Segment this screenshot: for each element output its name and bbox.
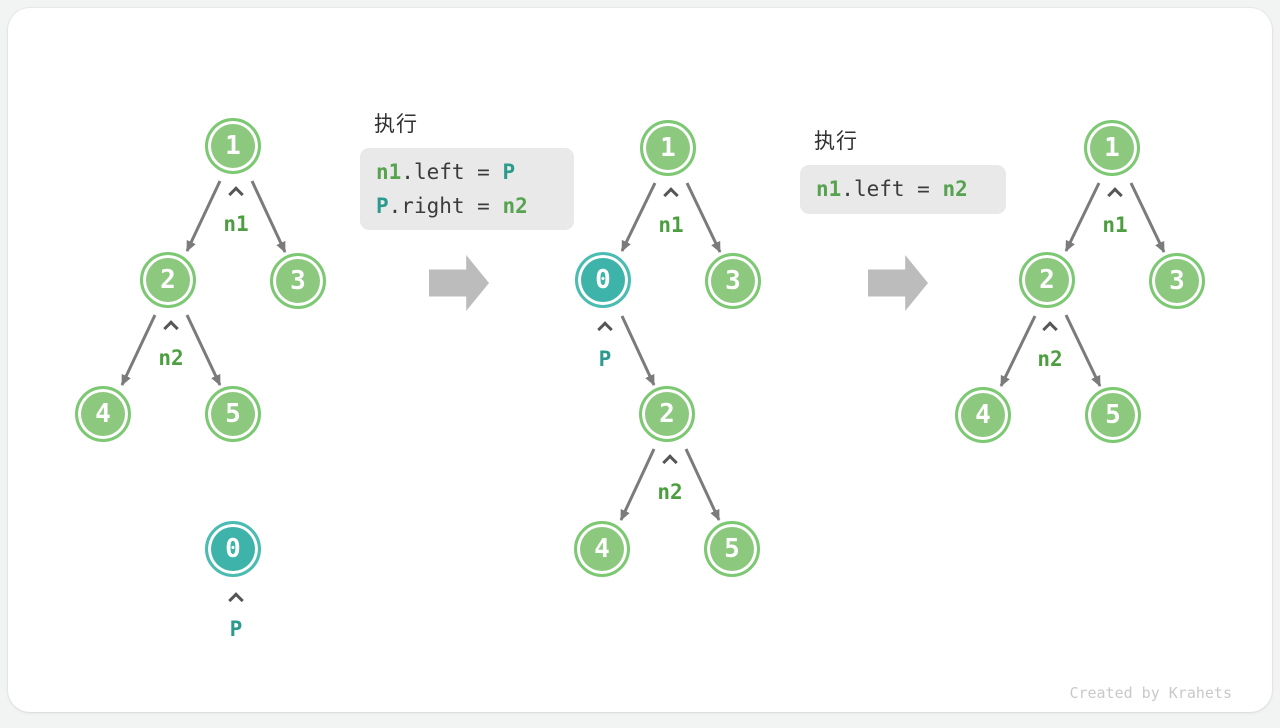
tree1-node-5: 5 xyxy=(205,386,261,442)
edge-t3-2-to-4 xyxy=(999,315,1037,387)
pointer-label-n1: n1 xyxy=(1102,213,1128,237)
caret-up-icon xyxy=(228,592,244,608)
edge-t1-1-to-2 xyxy=(185,180,222,252)
edge-t2-0-to-2 xyxy=(620,315,656,386)
watermark: Created by Krahets xyxy=(1069,684,1232,702)
tree1-node-0-detached: 0 xyxy=(205,521,261,577)
edge-t1-1-to-3 xyxy=(250,180,287,253)
pointer-label-p: P xyxy=(229,617,243,641)
tree3-node-4: 4 xyxy=(955,387,1011,443)
pointer-label-n1: n1 xyxy=(223,212,249,236)
tree1-node-4: 4 xyxy=(75,386,131,442)
code-token: P xyxy=(376,194,389,218)
node-value: 5 xyxy=(225,399,241,429)
step2-code-box: n1.left = n2 xyxy=(800,165,1006,214)
edge-t3-1-to-2 xyxy=(1064,182,1101,252)
code-token: .left = xyxy=(401,160,503,184)
edge-t1-2-to-4 xyxy=(120,314,157,386)
edge-t1-2-to-5 xyxy=(185,314,222,386)
node-value: 0 xyxy=(595,265,611,295)
node-value: 4 xyxy=(95,399,111,429)
edge-t3-2-to-5 xyxy=(1064,314,1102,387)
step-arrow-right-icon xyxy=(429,255,489,311)
code-token: n2 xyxy=(942,177,968,201)
node-value: 3 xyxy=(725,266,741,296)
tree3-node-1: 1 xyxy=(1084,120,1140,176)
node-value: 5 xyxy=(724,534,740,564)
node-value: 4 xyxy=(975,400,991,430)
pointer-label-n1: n1 xyxy=(658,213,684,237)
tree2-node-4: 4 xyxy=(574,521,630,577)
tree-edges-layer xyxy=(120,180,1166,521)
tree2-node-1: 1 xyxy=(640,120,696,176)
tree3-node-3: 3 xyxy=(1149,253,1205,309)
diagram-card: 1 2 3 4 5 0 n1 n2 P 执行 n1.left = P P.rig… xyxy=(8,8,1272,712)
tree2-node-0: 0 xyxy=(575,252,631,308)
pointer-label-n2: n2 xyxy=(158,346,184,370)
node-value: 4 xyxy=(594,534,610,564)
node-value: 1 xyxy=(225,131,241,161)
pointer-label-n2: n2 xyxy=(657,480,683,504)
edge-t2-2-to-5 xyxy=(684,448,721,521)
code-token: n1 xyxy=(376,160,402,184)
step1-title: 执行 xyxy=(374,113,418,136)
node-value: 2 xyxy=(160,265,176,295)
node-value: 1 xyxy=(660,133,676,163)
node-value: 3 xyxy=(1169,266,1185,296)
caret-up-icon xyxy=(597,321,613,337)
tree1-node-2: 2 xyxy=(140,252,196,308)
caret-up-icon xyxy=(163,320,179,336)
tree2-node-5: 5 xyxy=(704,521,760,577)
code-token: P xyxy=(502,160,516,184)
code-line: n1.left = P xyxy=(376,155,574,189)
node-value: 3 xyxy=(290,266,306,296)
tree3-node-2: 2 xyxy=(1019,252,1075,308)
tree1-node-1: 1 xyxy=(205,118,261,174)
code-token: .left = xyxy=(841,177,943,201)
tree3-node-5: 5 xyxy=(1085,387,1141,443)
pointer-label-n2: n2 xyxy=(1037,347,1063,371)
code-token: n2 xyxy=(502,194,528,218)
edge-t2-2-to-4 xyxy=(619,448,656,521)
pointer-label-p: P xyxy=(598,347,612,371)
tree2-node-3: 3 xyxy=(705,253,761,309)
code-line: n1.left = n2 xyxy=(816,172,1006,206)
caret-up-icon xyxy=(1107,187,1123,203)
code-token: n1 xyxy=(816,177,842,201)
edge-t3-1-to-3 xyxy=(1129,182,1166,253)
edge-t2-1-to-0 xyxy=(620,182,657,252)
caret-up-icon xyxy=(663,187,679,203)
edge-t2-1-to-3 xyxy=(685,182,722,253)
node-value: 2 xyxy=(1039,265,1055,295)
caret-up-icon xyxy=(662,454,678,470)
node-value: 2 xyxy=(659,399,675,429)
caret-up-icon xyxy=(228,186,244,202)
node-value: 1 xyxy=(1104,133,1120,163)
caret-up-icon xyxy=(1042,321,1058,337)
step2-title: 执行 xyxy=(814,130,858,153)
step1-code-box: n1.left = P P.right = n2 xyxy=(360,148,574,230)
code-line: P.right = n2 xyxy=(376,189,574,223)
node-value: 5 xyxy=(1105,400,1121,430)
tree1-node-3: 3 xyxy=(270,253,326,309)
tree2-node-2: 2 xyxy=(639,386,695,442)
node-value: 0 xyxy=(225,534,241,564)
code-token: .right = xyxy=(388,194,503,218)
step-arrow-right-icon xyxy=(868,255,928,311)
